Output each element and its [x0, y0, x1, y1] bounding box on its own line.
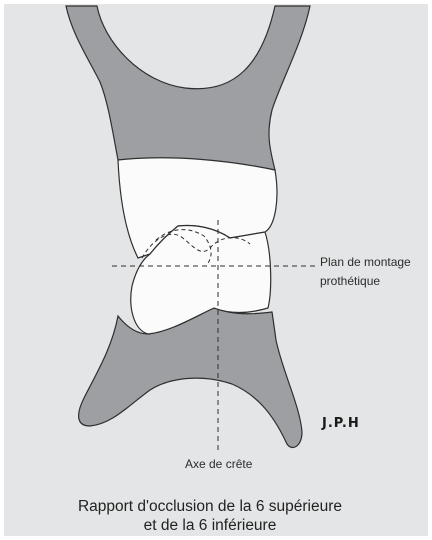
author-initials: J.P.H — [322, 416, 360, 431]
caption-line2: et de la 6 inférieure — [0, 516, 420, 535]
plan-label-line2: prothétique — [320, 272, 411, 291]
caption-line1: Rapport d'occlusion de la 6 supérieure — [0, 497, 420, 516]
figure-caption: Rapport d'occlusion de la 6 supérieure e… — [0, 497, 420, 535]
lower-jaw-bone — [79, 308, 302, 447]
upper-jaw-bone — [66, 6, 310, 170]
plan-label-line1: Plan de montage — [320, 253, 411, 272]
plan-de-montage-label: Plan de montage prothétique — [320, 253, 411, 291]
axe-de-crete-label: Axe de crête — [185, 455, 252, 474]
